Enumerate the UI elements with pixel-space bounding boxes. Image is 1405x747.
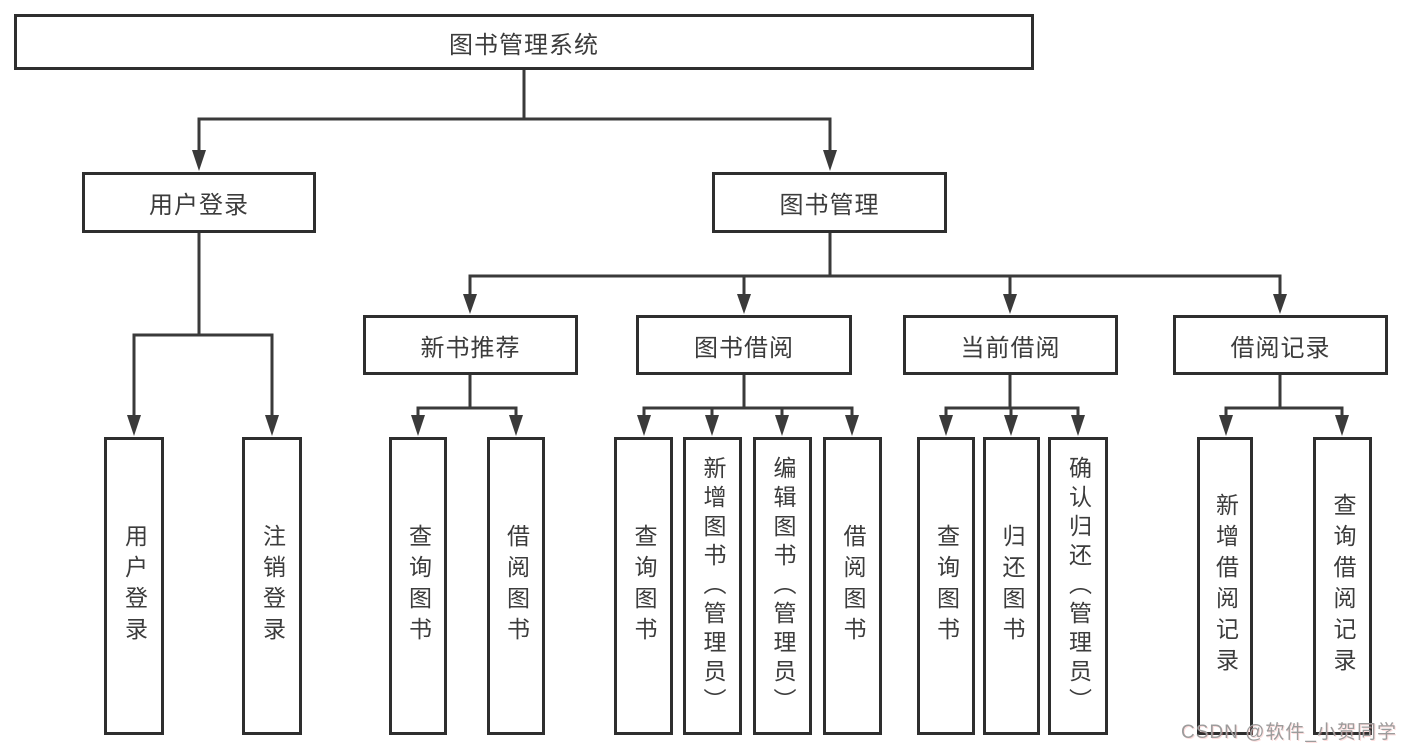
node-edit-book-admin: 编辑图书（管理员）	[753, 437, 812, 735]
node-borrowing-records: 借阅记录	[1173, 315, 1388, 375]
node-query-book-recommend-label: 查询图书	[405, 524, 432, 648]
node-confirm-return-admin: 确认归还（管理员）	[1048, 437, 1108, 735]
node-add-book-admin: 新增图书（管理员）	[683, 437, 742, 735]
node-library-system-label: 图书管理系统	[449, 31, 599, 59]
node-logout-login-label: 注销登录	[259, 524, 286, 648]
node-query-borrow-record: 查询借阅记录	[1313, 437, 1372, 735]
connector-borrowing-records	[1219, 375, 1349, 436]
node-borrow-book-label: 借阅图书	[840, 524, 866, 648]
node-query-book-current: 查询图书	[917, 437, 975, 735]
node-user-login-label: 用户登录	[121, 524, 148, 648]
node-query-borrow-record-label: 查询借阅记录	[1330, 493, 1356, 679]
node-query-book-recommend: 查询图书	[389, 437, 447, 735]
connector-book-borrowing	[637, 375, 859, 436]
node-return-book-label: 归还图书	[999, 524, 1025, 648]
node-current-borrowing: 当前借阅	[903, 315, 1118, 375]
node-edit-book-admin-label: 编辑图书（管理员）	[770, 455, 796, 717]
node-book-borrowing-label: 图书借阅	[694, 334, 794, 362]
node-user-login-group-label: 用户登录	[149, 192, 249, 219]
node-add-borrow-record: 新增借阅记录	[1197, 437, 1253, 735]
node-library-system: 图书管理系统	[14, 14, 1034, 70]
connector-root	[192, 70, 837, 171]
node-book-management-label: 图书管理	[779, 192, 880, 219]
node-user-login-group: 用户登录	[82, 172, 316, 233]
node-return-book: 归还图书	[983, 437, 1040, 735]
node-borrowing-records-label: 借阅记录	[1230, 334, 1331, 362]
node-borrow-book-recommend-label: 借阅图书	[503, 524, 530, 648]
connector-user-login	[127, 233, 279, 436]
node-book-borrowing: 图书借阅	[636, 315, 852, 375]
node-current-borrowing-label: 当前借阅	[960, 334, 1061, 362]
connector-current-borrowing	[939, 375, 1085, 436]
node-borrow-book: 借阅图书	[823, 437, 882, 735]
connector-new-book-recommend	[411, 375, 523, 436]
node-query-book-current-label: 查询图书	[933, 524, 960, 648]
node-new-book-recommend-label: 新书推荐	[420, 334, 521, 362]
node-query-book-borrow: 查询图书	[614, 437, 673, 735]
node-logout-login: 注销登录	[242, 437, 302, 735]
node-borrow-book-recommend: 借阅图书	[487, 437, 545, 735]
connector-book-management	[463, 233, 1287, 314]
node-new-book-recommend: 新书推荐	[363, 315, 578, 375]
csdn-watermark: CSDN @软件_小贺同学	[1181, 722, 1397, 743]
node-query-book-borrow-label: 查询图书	[631, 524, 657, 648]
node-user-login: 用户登录	[104, 437, 164, 735]
node-add-book-admin-label: 新增图书（管理员）	[700, 455, 726, 717]
node-add-borrow-record-label: 新增借阅记录	[1212, 493, 1239, 679]
node-book-management: 图书管理	[712, 172, 947, 233]
node-confirm-return-admin-label: 确认归还（管理员）	[1065, 455, 1092, 717]
